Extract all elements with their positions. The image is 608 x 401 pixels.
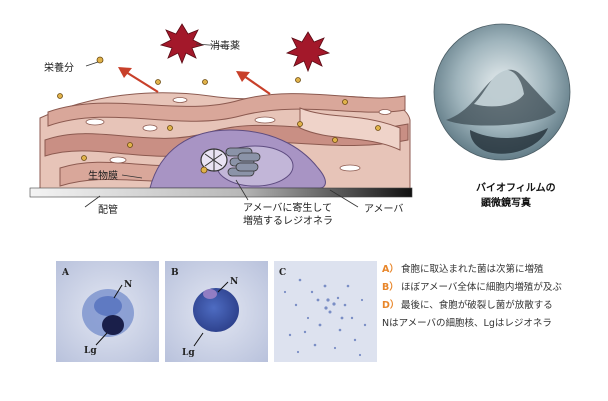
- svg-text:ほぼアメーバ全体に細胞内増殖が及ぶ: ほぼアメーバ全体に細胞内増殖が及ぶ: [401, 281, 562, 293]
- label-nutrients: 栄養分: [44, 61, 74, 74]
- micrograph-legend: A） 食胞に取込まれた菌は次第に増殖 B） ほぼアメーバ全体に細胞内増殖が及ぶ …: [382, 263, 562, 329]
- panel-a-mark-lg: Lg: [84, 346, 97, 356]
- legend-item-a: A） 食胞に取込まれた菌は次第に増殖: [382, 263, 544, 275]
- svg-text:B）: B）: [382, 281, 399, 293]
- photo-caption-line1: バイオフィルムの: [476, 182, 556, 194]
- biofilm-strand-1: [47, 93, 406, 127]
- arrow-heads: [118, 67, 250, 82]
- label-biofilm: 生物膜: [88, 169, 118, 182]
- micrograph-panel-c: C: [274, 261, 377, 362]
- leader-lines: [84, 43, 359, 208]
- pipe-bar: [29, 187, 413, 198]
- panel-b-mark-lg: Lg: [182, 348, 195, 358]
- biofilm-diagram: 消毒薬 栄養分 生物膜 配管 アメーバに寄生して 増殖するレジオネラ アメーバ: [29, 23, 413, 227]
- legionella-cluster: [200, 147, 261, 177]
- legend-note: Nはアメーバの細胞核、Lgはレジオネラ: [382, 317, 552, 329]
- svg-text:A）: A）: [382, 263, 399, 275]
- biofilm-strand-4: [299, 107, 401, 151]
- panel-b-letter: B: [171, 268, 179, 278]
- panel-c-letter: C: [279, 268, 286, 278]
- dispersed-bacteria: [283, 278, 367, 357]
- biofilm-micrograph: バイオフィルムの 顕微鏡写真: [433, 23, 571, 209]
- legend-item-d: D） 最後に、食胞が破裂し菌が放散する: [382, 299, 553, 311]
- micrograph-panel-b: B N Lg: [165, 261, 268, 362]
- disinfectant-burst-left: [159, 23, 205, 65]
- nutrient-particles: [57, 56, 381, 161]
- svg-text:最後に、食胞が破裂し菌が放散する: 最後に、食胞が破裂し菌が放散する: [401, 299, 553, 311]
- svg-text:D）: D）: [382, 299, 399, 311]
- photo-caption-line2: 顕微鏡写真: [481, 196, 531, 209]
- panel-a-mark-n: N: [124, 280, 132, 290]
- svg-text:食胞に取込まれた菌は次第に増殖: 食胞に取込まれた菌は次第に増殖: [401, 263, 544, 275]
- label-parasite-line2: 増殖するレジオネラ: [243, 214, 333, 227]
- disinfectant-burst-right: [285, 31, 331, 73]
- label-amoeba: アメーバ: [364, 203, 403, 215]
- label-pipe: 配管: [98, 203, 118, 216]
- legend-item-b: B） ほぼアメーバ全体に細胞内増殖が及ぶ: [382, 281, 562, 293]
- micrograph-panel-a: A N Lg: [56, 261, 159, 362]
- disinfectant-arrows: [125, 71, 271, 95]
- panel-a-letter: A: [61, 268, 70, 278]
- svg-text:Nはアメーバの細胞核、Lgはレジオネラ: Nはアメーバの細胞核、Lgはレジオネラ: [382, 317, 552, 329]
- label-disinfectant: 消毒薬: [210, 39, 240, 52]
- label-parasite-line1: アメーバに寄生して: [243, 201, 332, 214]
- panel-b-mark-n: N: [230, 277, 238, 287]
